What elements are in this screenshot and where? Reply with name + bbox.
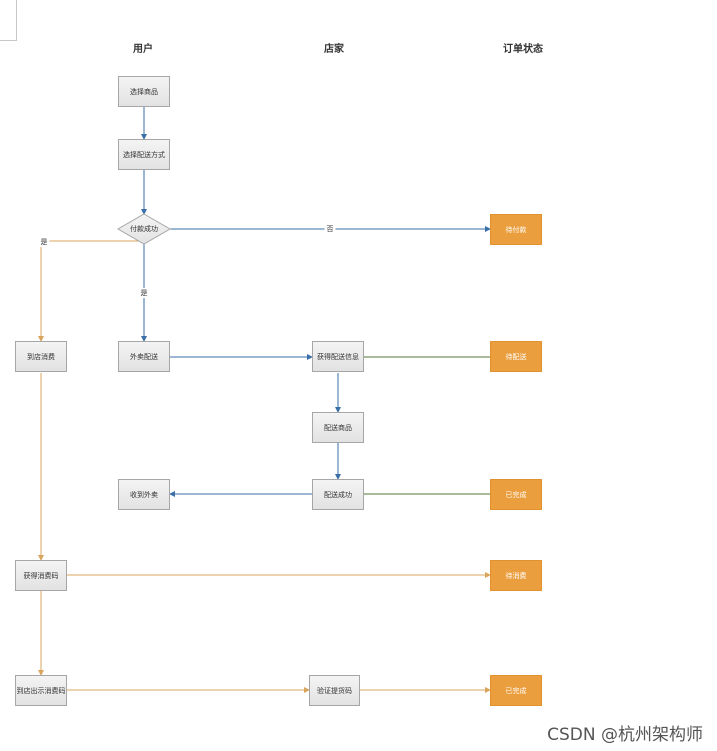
column-header-status: 订单状态 [503,44,543,55]
payment-decision-diamond [116,213,172,245]
edge-label-no: 否 [324,224,336,234]
edge-label-yes-down: 是 [138,288,150,298]
edge-payment-yes-to-in-store [38,240,144,342]
node-get-consume-code[interactable]: 获得消费码 [15,560,67,591]
status-completed-pickup[interactable]: 已完成 [490,675,542,706]
node-deliver-goods[interactable]: 配送商品 [312,412,364,443]
node-receive-takeout[interactable]: 收到外卖 [118,479,170,510]
status-pending-consume[interactable]: 待消费 [490,560,542,591]
node-verify-pickup-code[interactable]: 验证提货码 [309,675,360,706]
csdn-watermark: CSDN @杭州架构师 [547,725,703,745]
node-get-delivery-info[interactable]: 获得配送信息 [312,341,364,372]
page-corner-mark [0,0,17,41]
status-completed-delivery[interactable]: 已完成 [490,479,542,510]
node-payment-success[interactable]: 付款成功 [130,225,158,233]
node-show-consume-code[interactable]: 到店出示消费码 [15,675,67,706]
column-header-user: 用户 [133,44,153,55]
column-header-shop: 店家 [324,44,344,55]
node-select-delivery-method[interactable]: 选择配送方式 [118,139,170,170]
node-select-goods[interactable]: 选择商品 [118,76,170,107]
node-delivery-success[interactable]: 配送成功 [312,479,364,510]
node-takeout-delivery[interactable]: 外卖配送 [118,341,170,372]
node-in-store-consume[interactable]: 到店消费 [15,341,67,372]
edge-label-yes-left: 是 [38,237,50,247]
status-pending-payment[interactable]: 待付款 [490,214,542,245]
status-pending-delivery[interactable]: 待配送 [490,341,542,372]
